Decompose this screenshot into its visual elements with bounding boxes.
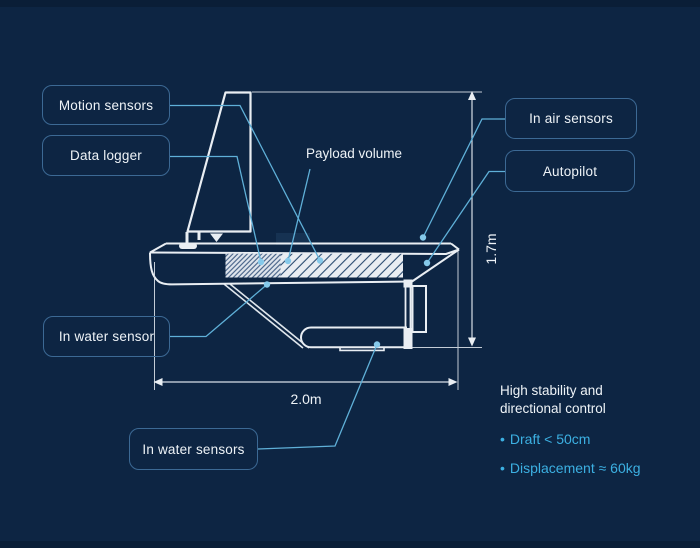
leader-motion-sensors bbox=[170, 104, 321, 261]
specs-heading: High stability and directional control bbox=[500, 382, 670, 418]
specs-block: High stability and directional control •… bbox=[500, 382, 670, 476]
dimension-extension-lines bbox=[154, 91, 482, 390]
top-edge-strip bbox=[0, 0, 700, 7]
label-data-logger: Data logger bbox=[42, 135, 170, 176]
label-in-water-sensors: In water sensors bbox=[129, 428, 258, 470]
leader-lines bbox=[170, 104, 505, 450]
payload-bay-hatch bbox=[225, 253, 403, 278]
arrow-down-icon bbox=[468, 337, 476, 347]
leader-dot bbox=[373, 341, 381, 348]
underwater-hull-body bbox=[299, 326, 407, 349]
leader-dots bbox=[257, 234, 431, 348]
bottom-edge-strip bbox=[0, 541, 700, 548]
payload-volume-annotation: Payload volume bbox=[306, 146, 403, 161]
arrow-up-icon bbox=[468, 91, 476, 100]
bullet-icon: • bbox=[500, 460, 505, 476]
height-dimension-label: 1.7m bbox=[483, 233, 499, 265]
arrow-left-icon bbox=[153, 378, 163, 386]
spec-bullet-draft: • Draft < 50cm bbox=[500, 431, 670, 447]
rudder-assembly bbox=[403, 279, 427, 349]
leader-in-water-sensor bbox=[170, 284, 268, 338]
spec-bullet-draft-text: Draft < 50cm bbox=[509, 431, 591, 447]
spec-bullet-displacement-text: Displacement ≈ 60kg bbox=[509, 460, 641, 476]
length-dimension-line bbox=[153, 378, 458, 386]
label-motion-sensors: Motion sensors bbox=[42, 85, 170, 125]
leader-payload-volume bbox=[287, 168, 311, 262]
arrow-right-icon bbox=[448, 378, 458, 386]
underwater-body-plate bbox=[339, 347, 385, 352]
keel-strut bbox=[223, 283, 310, 349]
wing-sail bbox=[179, 91, 252, 249]
leader-dot bbox=[423, 259, 431, 267]
leader-dot bbox=[316, 257, 324, 264]
specs-heading-line2: directional control bbox=[500, 401, 606, 416]
leader-in-water-sensors bbox=[257, 344, 378, 450]
main-hull bbox=[149, 242, 460, 286]
length-dimension-label: 2.0m bbox=[290, 391, 322, 407]
leader-in-air-sensors bbox=[422, 118, 505, 238]
label-autopilot: Autopilot bbox=[505, 150, 635, 192]
leader-dot bbox=[263, 281, 271, 288]
label-in-water-sensor: In water sensor bbox=[43, 316, 170, 357]
leader-data-logger bbox=[170, 155, 262, 263]
spec-bullet-displacement: • Displacement ≈ 60kg bbox=[500, 460, 670, 476]
leader-dot bbox=[419, 234, 427, 241]
leader-autopilot bbox=[426, 170, 505, 264]
leader-dot bbox=[284, 257, 292, 265]
height-dimension-line bbox=[468, 91, 476, 347]
bullet-icon: • bbox=[500, 431, 505, 447]
leader-dot bbox=[257, 258, 265, 266]
label-in-air-sensors: In air sensors bbox=[505, 98, 637, 139]
specs-heading-line1: High stability and bbox=[500, 383, 603, 398]
